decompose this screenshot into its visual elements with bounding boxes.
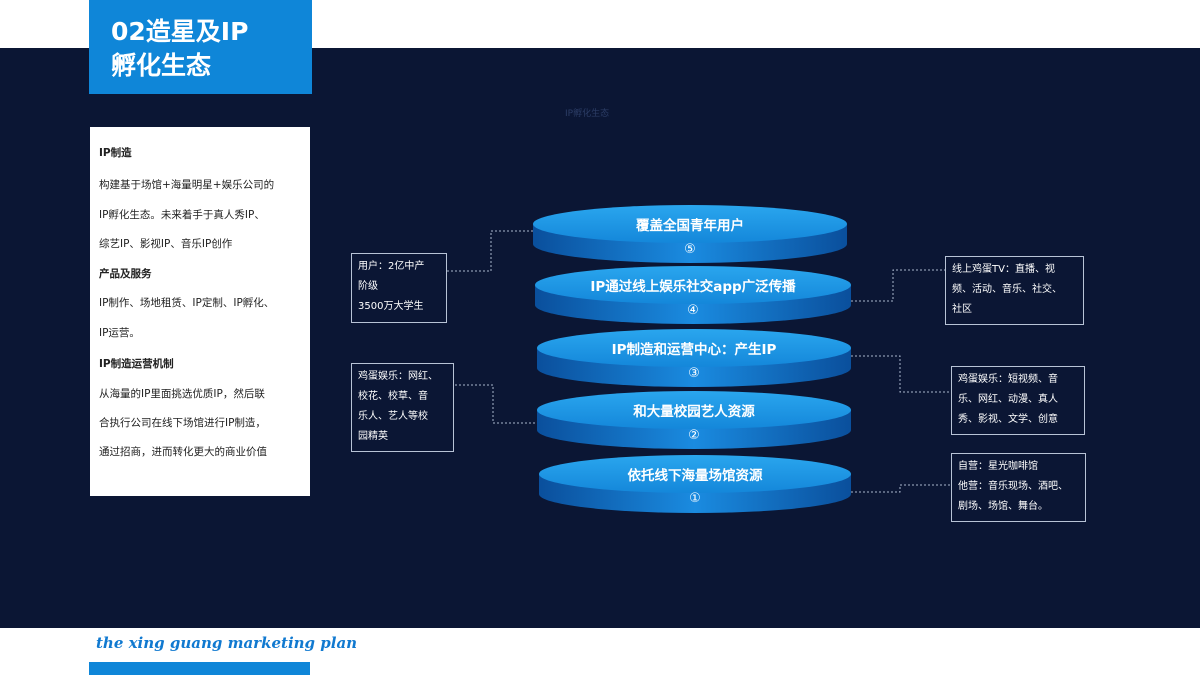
footer-accent-bar (89, 662, 310, 675)
callout-line: 秀、影视、文学、创意 (958, 414, 1058, 425)
page-title-line1: 02造星及IP (111, 17, 249, 46)
panel-line: 合执行公司在线下场馆进行IP制造， (99, 417, 266, 429)
layer-disc-5 (533, 205, 847, 263)
callout-line: 乐、网红、动漫、真人 (958, 394, 1058, 405)
layer-1: 依托线下海量场馆资源 ① (539, 455, 851, 515)
connector-lines (447, 230, 951, 493)
layer-disc-1 (539, 455, 851, 513)
panel-line: 构建基于场馆+海量明星+娱乐公司的 (99, 179, 275, 191)
page-title-line2: 孵化生态 (111, 51, 212, 80)
callout-line: 用户：2亿中产 (358, 261, 425, 272)
panel-line: 综艺IP、影视IP、音乐IP创作 (99, 238, 233, 250)
panel-line: IP运营。 (99, 327, 140, 339)
description-panel: IP制造 构建基于场馆+海量明星+娱乐公司的 IP孵化生态。未来着手于真人秀IP… (90, 127, 310, 496)
callout-line: 自营：星光咖啡馆 (958, 461, 1038, 472)
layer-5-label: 覆盖全国青年用户 (636, 218, 744, 234)
callout-line: 社区 (952, 304, 972, 315)
callout-line: 园精英 (358, 431, 388, 442)
panel-line: 产品及服务 (99, 268, 152, 280)
callout-line: 3500万大学生 (358, 301, 424, 312)
callout-line: 鸡蛋娱乐：短视频、音 (958, 374, 1058, 385)
layer-2-number: ② (688, 428, 700, 443)
layer-1-number: ① (689, 491, 701, 506)
callout-entertainment: 鸡蛋娱乐：短视频、音 乐、网红、动漫、真人 秀、影视、文学、创意 (951, 366, 1085, 435)
callout-line: 阶级 (358, 281, 378, 292)
layer-2-label: 和大量校园艺人资源 (633, 404, 755, 420)
callout-line: 乐人、艺人等校 (358, 411, 428, 422)
layer-3: IP制造和运营中心：产生IP ③ (537, 329, 851, 389)
layer-4-number: ④ (687, 303, 699, 318)
callout-line: 线上鸡蛋TV：直播、视 (952, 264, 1055, 275)
layer-disc-3 (537, 329, 851, 387)
layer-1-label: 依托线下海量场馆资源 (627, 468, 763, 484)
panel-line: 通过招商，进而转化更大的商业价值 (99, 446, 267, 458)
title-box: 02造星及IP 孵化生态 (89, 0, 312, 94)
callout-online: 线上鸡蛋TV：直播、视 频、活动、音乐、社交、 社区 (945, 256, 1084, 325)
layer-2: 和大量校园艺人资源 ② (537, 391, 851, 451)
callout-line: 校花、校草、音 (358, 391, 428, 402)
layer-4: IP通过线上娱乐社交app广泛传播 ④ (535, 266, 851, 326)
panel-line: IP制造 (99, 147, 132, 159)
layer-3-number: ③ (688, 366, 700, 381)
callout-line: 鸡蛋娱乐：网红、 (358, 371, 438, 382)
layer-disc-2 (537, 391, 851, 449)
layer-3-label: IP制造和运营中心：产生IP (611, 342, 777, 358)
callout-users: 用户：2亿中产 阶级 3500万大学生 (351, 253, 447, 323)
footer-tagline: the xing guang marketing plan (96, 634, 358, 652)
callout-line: 频、活动、音乐、社交、 (952, 284, 1062, 295)
faint-label: IP孵化生态 (565, 109, 610, 119)
layer-4-label: IP通过线上娱乐社交app广泛传播 (590, 279, 796, 295)
panel-line: IP制作、场地租赁、IP定制、IP孵化、 (99, 297, 275, 309)
callout-campus: 鸡蛋娱乐：网红、 校花、校草、音 乐人、艺人等校 园精英 (351, 363, 454, 452)
panel-line: IP制造运营机制 (99, 358, 174, 370)
callout-venues: 自营：星光咖啡馆 他营：音乐现场、酒吧、 剧场、场馆、舞台。 (951, 453, 1086, 522)
callout-line: 剧场、场馆、舞台。 (958, 501, 1048, 512)
callout-line: 他营：音乐现场、酒吧、 (958, 481, 1068, 492)
layer-5-number: ⑤ (684, 242, 696, 257)
layer-5: 覆盖全国青年用户 ⑤ (533, 205, 847, 265)
panel-line: 从海量的IP里面挑选优质IP，然后联 (99, 388, 265, 400)
layer-disc-4 (535, 266, 851, 324)
panel-line: IP孵化生态。未来着手于真人秀IP、 (99, 209, 265, 221)
